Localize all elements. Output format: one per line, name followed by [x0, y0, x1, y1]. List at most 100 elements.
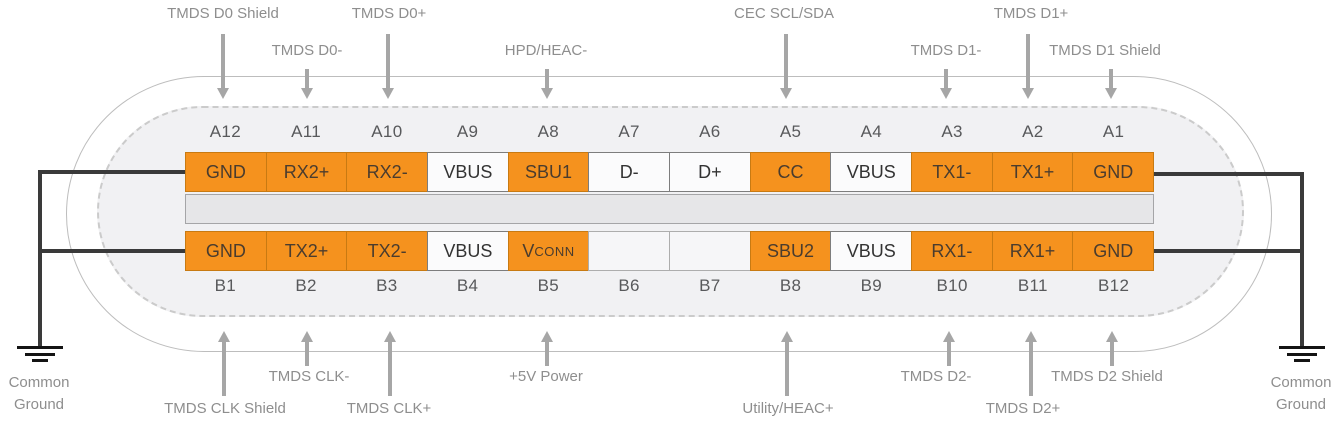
pin-number-b8: B8: [779, 276, 802, 295]
pin-cell-a8: SBU1: [507, 152, 590, 192]
arrow-shaft: [1026, 34, 1030, 88]
signal-label-tmds-clk-shield: TMDS CLK Shield: [164, 400, 286, 417]
pin-cell-a5: CC: [749, 152, 832, 192]
pin-cell-a4: VBUS: [830, 152, 913, 192]
ground-bar-icon: [1279, 346, 1325, 349]
arrow-down-icon: [1022, 88, 1034, 99]
common-ground-caption-left: Common Ground: [9, 372, 70, 416]
arrow-shaft: [388, 342, 392, 396]
arrow-shaft: [785, 342, 789, 396]
pin-number-b10: B10: [936, 276, 968, 295]
signal-label-tmds-d2-shield: TMDS D2 Shield: [1051, 368, 1163, 385]
pin-number-a11: A11: [291, 122, 322, 141]
signal-arrow-tmds-d2-shield: [1106, 331, 1118, 366]
pin-number-b3: B3: [376, 276, 398, 295]
arrow-shaft: [305, 69, 309, 88]
pin-number-a9: A9: [456, 122, 479, 141]
arrow-shaft: [305, 342, 309, 366]
connector-outer-outline: [66, 76, 1272, 352]
arrow-up-icon: [384, 331, 396, 342]
pin-cell-a9: VBUS: [427, 152, 509, 192]
arrow-shaft: [1110, 342, 1114, 366]
pin-cell-a6: D+: [669, 152, 751, 192]
signal-label-tmds-clk: TMDS CLK-: [268, 368, 350, 385]
pin-cell-b4: VBUS: [427, 231, 509, 271]
ground-wire-left-vertical: [38, 170, 42, 347]
arrow-down-icon: [217, 88, 229, 99]
pin-cell-b12: GND: [1072, 231, 1155, 271]
common-ground-line1: Common: [8, 374, 70, 391]
signal-label-tmds-d1plus: TMDS D1+: [993, 5, 1069, 22]
arrow-shaft: [944, 69, 948, 88]
signal-label-tmds-d0-shield: TMDS D0 Shield: [167, 5, 279, 22]
signal-arrow-tmds-d0-shield: [217, 34, 229, 99]
connector-tongue: [185, 194, 1154, 224]
signal-arrow-plus5v-power: [541, 331, 553, 366]
signal-arrow-utility-heacplus: [781, 331, 793, 396]
signal-label-cec-scl-sda: CEC SCL/SDA: [733, 5, 835, 22]
signal-arrow-cec-scl-sda: [780, 34, 792, 99]
ground-bar-icon: [1294, 359, 1310, 362]
pin-number-b5: B5: [537, 276, 560, 295]
pin-number-b2: B2: [295, 276, 317, 295]
signal-label-tmds-d2: TMDS D2-: [900, 368, 972, 385]
arrow-shaft: [1029, 342, 1033, 396]
pin-number-b7: B7: [699, 276, 721, 295]
pin-number-a8: A8: [537, 122, 560, 141]
pin-number-b1: B1: [214, 276, 237, 295]
ground-bar-icon: [32, 359, 48, 362]
arrow-down-icon: [780, 88, 792, 99]
ground-bar-icon: [25, 353, 55, 356]
pin-number-a10: A10: [371, 122, 403, 141]
pin-number-b11: B11: [1017, 276, 1048, 295]
arrow-up-icon: [1025, 331, 1037, 342]
pin-cell-b3: TX2-: [346, 231, 429, 271]
signal-label-tmds-d0: TMDS D0-: [271, 42, 343, 59]
arrow-up-icon: [541, 331, 553, 342]
pin-cell-a2: TX1+: [991, 152, 1074, 192]
pin-cell-a3: TX1-: [911, 152, 993, 192]
ground-bar-icon: [1287, 353, 1317, 356]
ground-wire-right-vertical: [1300, 172, 1304, 347]
arrow-shaft: [386, 34, 390, 88]
pin-number-b9: B9: [860, 276, 883, 295]
pin-number-a7: A7: [618, 122, 640, 141]
arrow-shaft: [545, 342, 549, 366]
pin-cell-b2: TX2+: [265, 231, 348, 271]
pin-number-a2: A2: [1022, 122, 1044, 141]
pin-number-b4: B4: [456, 276, 479, 295]
common-ground-line2: Ground: [13, 396, 65, 413]
signal-arrow-tmds-clk: [301, 331, 313, 366]
signal-arrow-hpd-heac: [541, 69, 553, 99]
arrow-up-icon: [218, 331, 230, 342]
signal-arrow-tmds-d1plus: [1022, 34, 1034, 99]
ground-bar-icon: [17, 346, 63, 349]
signal-label-tmds-d2plus: TMDS D2+: [985, 400, 1061, 417]
pin-cell-a1: GND: [1072, 152, 1155, 192]
arrow-shaft: [222, 342, 226, 396]
pin-cell-b7: [669, 231, 751, 271]
pin-cell-a11: RX2+: [265, 152, 348, 192]
arrow-shaft: [1109, 69, 1113, 88]
signal-arrow-tmds-d1: [940, 69, 952, 99]
arrow-down-icon: [301, 88, 313, 99]
arrow-up-icon: [301, 331, 313, 342]
ground-wire-left-bottom: [38, 249, 188, 253]
pin-cell-a12: GND: [185, 152, 267, 192]
pin-cell-b1: GND: [185, 231, 267, 271]
signal-arrow-tmds-d2plus: [1025, 331, 1037, 396]
arrow-down-icon: [541, 88, 553, 99]
signal-arrow-tmds-d1-shield: [1105, 69, 1117, 99]
common-ground-caption-right: Common Ground: [1271, 372, 1332, 416]
pin-cell-a7: D-: [588, 152, 671, 192]
pin-cell-a10: RX2-: [346, 152, 429, 192]
signal-arrow-tmds-d0: [301, 69, 313, 99]
signal-label-utility-heacplus: Utility/HEAC+: [742, 400, 834, 417]
signal-label-plus5v-power: +5V Power: [509, 368, 583, 385]
pin-cell-b11: RX1+: [991, 231, 1074, 271]
common-ground-line1: Common: [1270, 374, 1332, 391]
arrow-shaft: [784, 34, 788, 88]
